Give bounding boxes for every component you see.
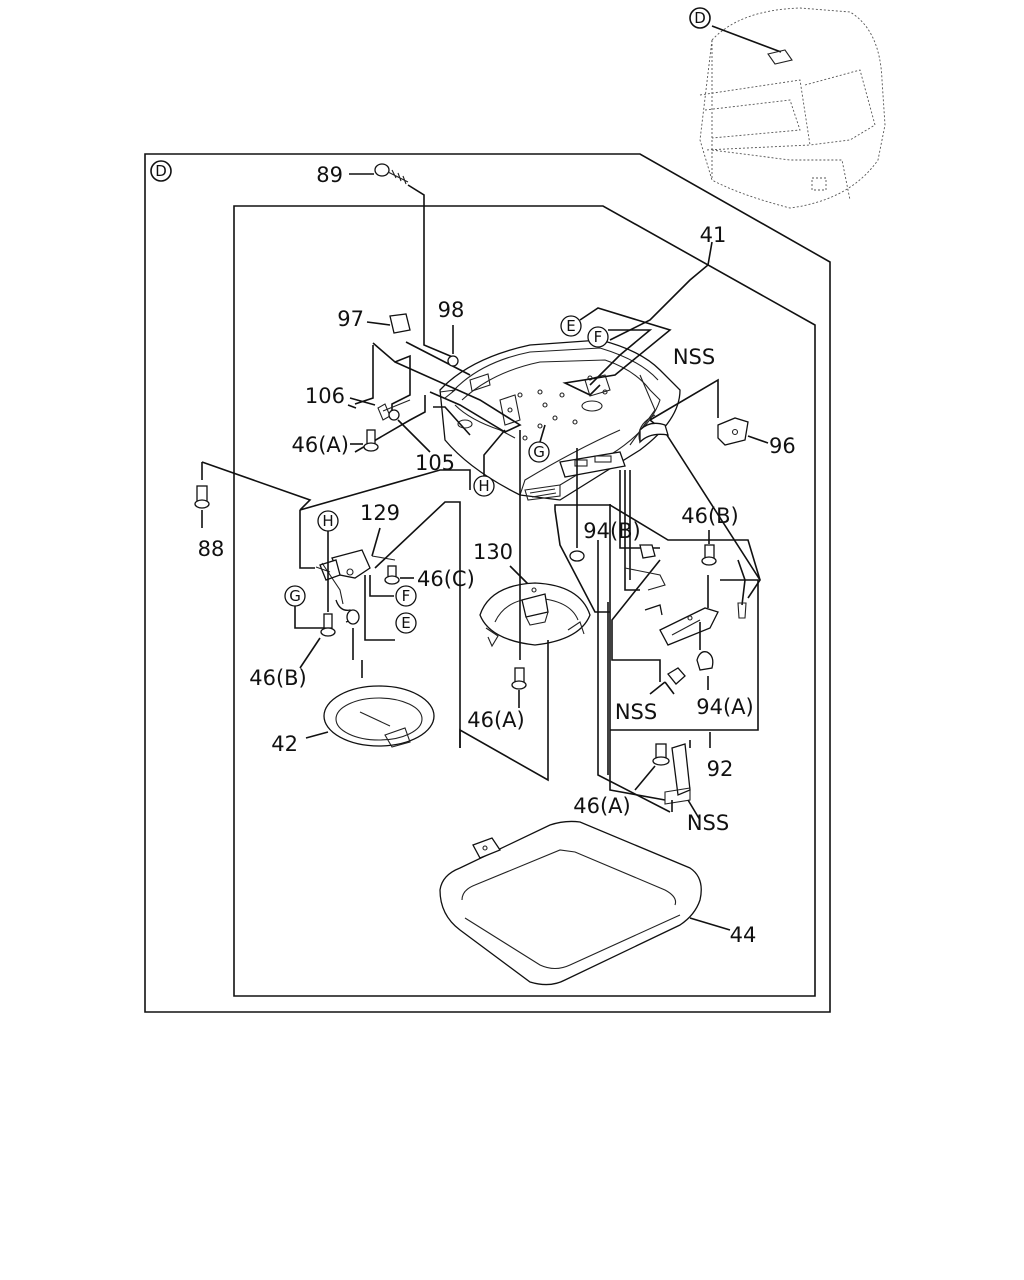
bolt-46a-centre	[511, 667, 527, 708]
label-96: 96	[769, 434, 796, 458]
bolt-46c	[384, 565, 414, 585]
frame-view-letter: D	[155, 162, 167, 180]
screw-89	[349, 163, 456, 359]
svg-text:E: E	[401, 614, 410, 632]
svg-text:E: E	[566, 317, 575, 335]
lens-cover-44	[439, 820, 731, 986]
assembly-41-frame	[233, 205, 816, 997]
label-46a-upper: 46(A)	[292, 433, 349, 457]
label-46a-centre: 46(A)	[467, 708, 524, 732]
label-94b: 94(B)	[583, 519, 641, 543]
label-94a: 94(A)	[696, 695, 753, 719]
label-130: 130	[473, 540, 513, 564]
bracket-106-105	[347, 342, 522, 453]
label-44: 44	[730, 923, 757, 947]
lamp-base-130	[459, 430, 591, 782]
label-nss-middle: NSS	[615, 700, 657, 724]
ref-F-left: F	[395, 585, 417, 607]
ref-G-centre-line	[539, 424, 546, 443]
lower-bracket-nss	[597, 540, 701, 821]
label-88: 88	[198, 537, 225, 561]
cab-overview: D	[689, 7, 886, 209]
nut-98	[447, 325, 459, 367]
bracket-92	[554, 448, 761, 801]
svg-text:H: H	[478, 477, 489, 495]
lens-42	[305, 685, 435, 748]
label-89: 89	[316, 163, 343, 187]
label-105: 105	[415, 451, 455, 475]
label-41: 41	[700, 223, 727, 247]
label-46c: 46(C)	[417, 567, 475, 591]
clip-97	[366, 313, 471, 376]
label-129: 129	[360, 501, 400, 525]
ref-F-top-line	[589, 329, 653, 386]
ref-H-left: H	[317, 510, 339, 532]
frame-view-marker	[150, 160, 172, 182]
ref-H-centre: H	[473, 475, 495, 497]
ref-F-top: F	[587, 326, 609, 348]
ref-G-centre: G	[528, 441, 550, 463]
part-labels: 89 41 97 98 NSS 106 46(A) 105 96 88 129 …	[198, 163, 796, 947]
svg-text:H: H	[322, 512, 333, 530]
label-92: 92	[707, 757, 734, 781]
svg-text:F: F	[594, 328, 603, 346]
label-nss-upper: NSS	[673, 345, 715, 369]
ref-H-centre-line	[483, 429, 506, 476]
ref-E-top-line	[562, 307, 672, 396]
console-41	[439, 241, 713, 501]
cab-view-letter: D	[694, 9, 706, 27]
svg-text:G: G	[289, 587, 301, 605]
cab-view-marker	[689, 7, 711, 29]
label-46b-right: 46(B)	[681, 504, 739, 528]
bracket-96	[638, 378, 769, 599]
svg-text:F: F	[402, 587, 411, 605]
bolt-46b-left	[299, 613, 336, 669]
ref-E-left: E	[395, 612, 417, 634]
ref-E-top: E	[560, 315, 582, 337]
connector-refs: E F G H H G F E	[284, 307, 672, 634]
label-98: 98	[438, 298, 465, 322]
label-46a-lower: 46(A)	[573, 794, 630, 818]
lamp-bracket-129	[294, 469, 471, 748]
outer-frame: D	[144, 153, 831, 1013]
label-106: 106	[305, 384, 345, 408]
label-nss-lower: NSS	[687, 811, 729, 835]
ref-G-left: G	[284, 585, 306, 607]
label-46b-left: 46(B)	[249, 666, 307, 690]
bolt-88	[194, 461, 312, 528]
label-42: 42	[271, 732, 298, 756]
bolt-46a-upper	[350, 429, 379, 452]
console-screw-holes	[507, 375, 608, 441]
label-97: 97	[337, 307, 364, 331]
svg-text:G: G	[533, 443, 545, 461]
